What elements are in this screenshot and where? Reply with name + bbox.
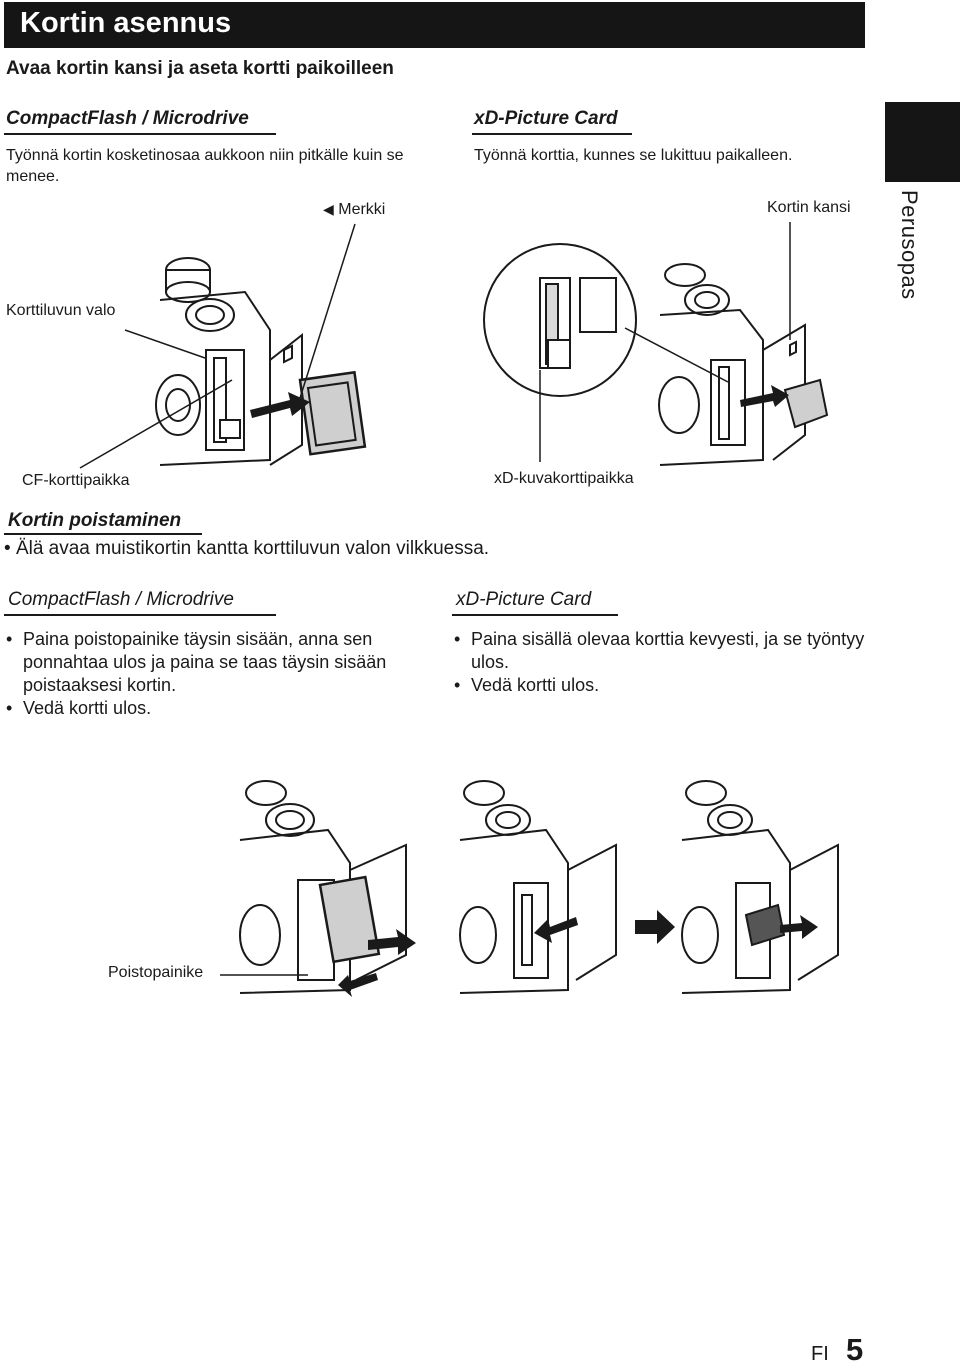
removal-xd-rule <box>452 614 618 616</box>
cover-label: Kortin kansi <box>767 199 851 216</box>
removal-cf-rule <box>4 614 276 616</box>
list-item: Paina poistopainike täysin sisään, anna … <box>6 628 426 697</box>
removal-cf-heading: CompactFlash / Microdrive <box>8 589 234 610</box>
removal-warning: • Älä avaa muistikortin kantta korttiluv… <box>4 538 489 560</box>
list-item: Paina sisällä olevaa korttia kevyesti, j… <box>454 628 874 674</box>
list-item: Vedä kortti ulos. <box>454 674 874 697</box>
cf-removal-illustration <box>239 780 416 997</box>
insert-xd-heading: xD-Picture Card <box>474 108 618 129</box>
xd-slot-label: xD-kuvakorttipaikka <box>494 470 634 487</box>
insert-leader-lines <box>79 222 791 469</box>
removal-xd-list: Paina sisällä olevaa korttia kevyesti, j… <box>454 628 874 697</box>
xd-insert-illustration <box>658 263 829 466</box>
insert-cf-heading: CompactFlash / Microdrive <box>6 108 249 129</box>
warning-bullet-icon: • <box>4 538 16 559</box>
cf-insert-illustration <box>155 257 367 466</box>
page-subtitle: Avaa kortin kansi ja aseta kortti paikoi… <box>6 58 394 79</box>
insert-cf-rule <box>4 133 276 135</box>
marker-label: ◀ Merkki <box>323 201 385 219</box>
marker-arrow-icon: ◀ <box>323 201 334 217</box>
step-arrow-icon <box>635 910 675 944</box>
removal-heading-rule <box>4 533 202 535</box>
marker-label-text: Merkki <box>338 201 386 218</box>
page-number: 5 <box>846 1332 864 1367</box>
xd-removal-step1-illustration <box>459 780 617 994</box>
removal-heading: Kortin poistaminen <box>8 510 182 531</box>
xd-removal-step2-illustration <box>681 780 839 994</box>
eject-leader-line <box>220 974 308 976</box>
insert-cf-text: Työnnä kortin kosketinosaa aukkoon niin … <box>6 147 404 185</box>
removal-xd-heading: xD-Picture Card <box>456 589 592 610</box>
title-bar: Kortin asennus <box>4 2 865 48</box>
side-tab-marker <box>885 102 960 182</box>
side-tab-label: Perusopas <box>897 190 922 300</box>
removal-warning-text: Älä avaa muistikortin kantta korttiluvun… <box>15 538 490 559</box>
list-item: Vedä kortti ulos. <box>6 697 426 720</box>
access-lamp-label: Korttiluvun valo <box>6 302 116 319</box>
eject-button-label: Poistopainike <box>108 964 204 981</box>
cf-slot-label: CF-korttipaikka <box>22 472 130 489</box>
page-title: Kortin asennus <box>20 7 232 39</box>
removal-cf-list: Paina poistopainike täysin sisään, anna … <box>6 628 426 720</box>
insert-xd-rule <box>472 133 632 135</box>
footer-language: FI <box>811 1343 829 1365</box>
xd-slot-zoom-illustration <box>483 243 637 397</box>
insert-xd-text: Työnnä korttia, kunnes se lukittuu paika… <box>474 147 793 164</box>
